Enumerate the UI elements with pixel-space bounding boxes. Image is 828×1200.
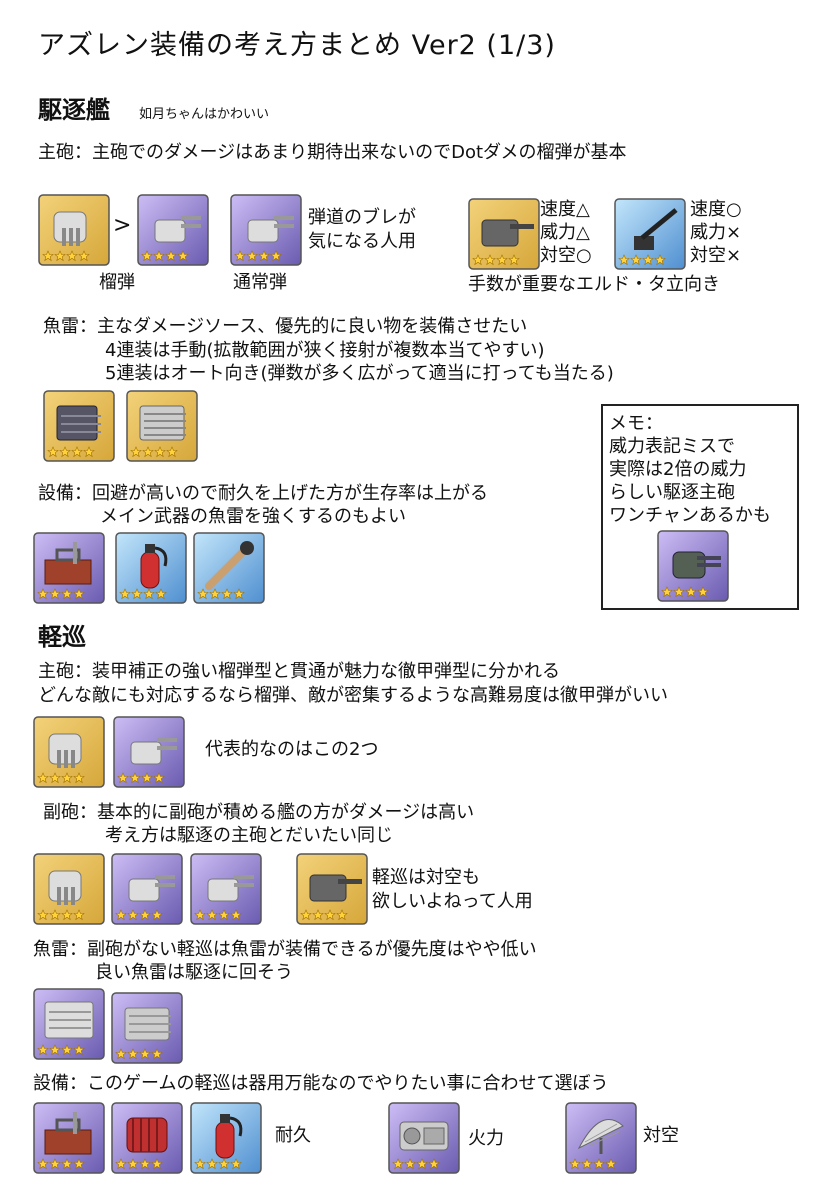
light-cruiser-heading: 軽巡 [38,623,86,651]
gun-a-stat-speed: 速度△ [540,199,590,220]
gun-a-stat-power: 威力△ [540,222,590,243]
cl-label-durability: 耐久 [275,1125,311,1146]
cl-secondary-aa-gun-icon [296,853,368,925]
memo-line3: 実際は2倍の威力 [609,459,747,480]
gun-b-stat-aa: 対空× [690,245,742,266]
note-spread-line2: 気になる人用 [308,231,416,252]
cl-torpedo-line2: 良い魚雷は駆逐に回そう [95,962,293,983]
gun-a-stat-aa: 対空○ [540,245,592,266]
memo-box: メモ： 威力表記ミスで 実際は2倍の威力 らしい駆逐主砲 ワンチャンあるかも [601,404,799,610]
memo-line4: らしい駆逐主砲 [609,482,735,503]
quint-torpedo-icon [126,390,198,462]
cl-fuel-tank-icon [111,1102,183,1174]
cl-torpedo1-icon [33,988,105,1060]
fire-extinguisher-icon [115,532,187,604]
cl-ap-twin-gun-icon [113,716,185,788]
destroyer-equip-line1: 設備：回避が高いので耐久を上げた方が生存率は上がる [38,483,488,504]
destroyer-torpedo-line2: 4連装は手動(拡散範囲が狭く接射が複数本当てやすい) [105,340,545,361]
cl-secondary-line2: 考え方は駆逐の主砲とだいたい同じ [105,825,393,846]
cl-he-triple-gun-icon [33,716,105,788]
memo-line2: 威力表記ミスで [609,436,735,457]
cl-secondary-purple-gun2-icon [190,853,262,925]
note-hit-count: 手数が重要なエルド・タ立向き [468,274,720,295]
cl-secondary-note2: 欲しいよねって人用 [372,891,533,912]
cl-secondary-gold-gun-icon [33,853,105,925]
destroyer-equip-line2: メイン武器の魚雷を強くするのもよい [100,506,406,527]
note-spread-line1: 弾道のブレが [308,207,416,228]
cl-torpedo-line1: 魚雷：副砲がない軽巡は魚雷が装備できるが優先度はやや低い [33,939,537,960]
torpedo-warhead-icon [193,532,265,604]
memo-line5: ワンチャンあるかも [609,505,771,526]
cl-radar-icon [565,1102,637,1174]
twin-gun-purple-icon [137,194,209,266]
cl-toolbox-icon [33,1102,105,1174]
label-normal-shell: 通常弾 [233,272,287,293]
cl-secondary-purple-gun1-icon [111,853,183,925]
cl-label-aa: 対空 [643,1125,679,1146]
cl-secondary-line1: 副砲：基本的に副砲が積める艦の方がダメージは高い [43,802,475,823]
label-he: 榴弾 [99,272,135,293]
page-title: アズレン装備の考え方まとめ Ver2 (1/3) [38,30,556,61]
cl-secondary-note1: 軽巡は対空も [372,867,480,888]
destroyer-torpedo-line1: 魚雷：主なダメージソース、優先的に良い物を装備させたい [43,316,528,337]
cl-main-gun-line1: 主砲：装甲補正の強い榴弾型と貫通が魅力な徹甲弾型に分かれる [38,661,560,682]
gold-gun-icon [468,198,540,270]
cl-fire-extinguisher-icon [190,1102,262,1174]
cl-torpedo2-icon [111,992,183,1064]
quad-torpedo-icon [43,390,115,462]
destroyer-main-gun-line: 主砲：主砲でのダメージはあまり期待出来ないのでDotダメの榴弾が基本 [38,142,627,163]
cl-loader-icon [388,1102,460,1174]
memo-gun-icon [657,530,729,602]
he-gun-icon [38,194,110,266]
blue-long-gun-icon [614,198,686,270]
cl-label-firepower: 火力 [468,1128,504,1149]
cl-main-gun-line2: どんな敵にも対応するなら榴弾、敵が密集するような高難易度は徹甲弾がいい [38,685,668,706]
cl-equip-line: 設備：このゲームの軽巡は器用万能なのでやりたい事に合わせて選ぼう [33,1073,609,1094]
repair-toolbox-icon [33,532,105,604]
destroyer-torpedo-line3: 5連装はオート向き(弾数が多く広がって適当に打っても当たる) [105,363,614,384]
destroyer-heading: 駆逐艦 [38,96,110,124]
destroyer-subnote: 如月ちゃんはかわいい [139,107,270,122]
normal-shell-gun-icon [230,194,302,266]
cl-main-gun-note: 代表的なのはこの2つ [205,739,379,760]
memo-line1: メモ： [609,413,663,434]
gun-b-stat-speed: 速度○ [690,199,742,220]
gun-b-stat-power: 威力× [690,222,742,243]
greater-than-sign: > [113,213,132,238]
